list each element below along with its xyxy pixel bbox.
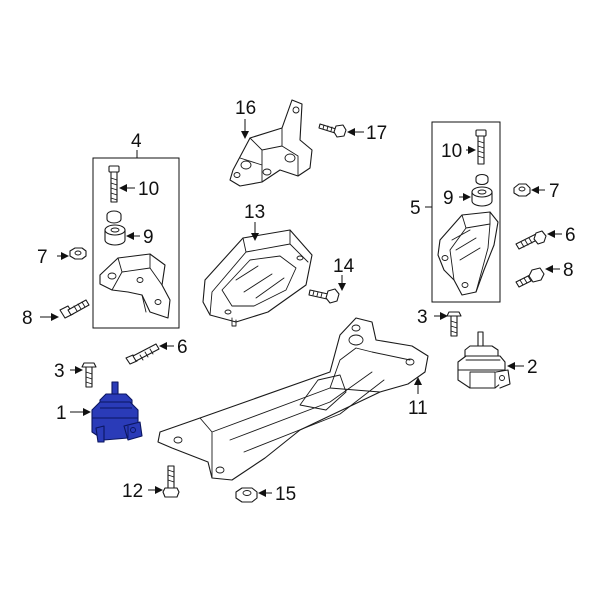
callout-15: 15 — [275, 484, 296, 505]
callout-14: 14 — [333, 256, 355, 277]
bolt-14 — [308, 288, 340, 304]
crossmember-11 — [157, 317, 429, 481]
callout-8-left: 8 — [22, 308, 33, 329]
callout-3-left: 3 — [54, 361, 65, 382]
callout-6-left: 6 — [177, 337, 188, 358]
bolt-10-right — [475, 129, 487, 165]
bolt-6-left — [125, 343, 160, 365]
bolt-6-right — [515, 230, 547, 250]
callout-12: 12 — [122, 481, 143, 502]
kit-box-5: 5 — [410, 121, 501, 303]
bolt-3-left — [81, 362, 97, 388]
engine-mount-2 — [457, 331, 511, 389]
bolt-8-left — [59, 299, 90, 319]
cover-13 — [202, 229, 313, 327]
mount-bracket-right — [437, 211, 499, 296]
bolt-12 — [162, 465, 180, 498]
kit-box-4: 4 — [92, 131, 180, 329]
callout-5: 5 — [410, 198, 421, 219]
engine-mount-1-highlighted — [91, 381, 143, 443]
mount-bracket-left — [99, 253, 171, 319]
callout-13: 13 — [244, 202, 265, 223]
callout-1: 1 — [56, 403, 67, 424]
callout-10-left: 10 — [138, 179, 159, 200]
callout-9-right: 9 — [443, 188, 454, 209]
callout-6-right: 6 — [565, 225, 576, 246]
callout-9-left: 9 — [143, 227, 154, 248]
nut-7-left — [69, 247, 87, 260]
nut-15 — [235, 487, 258, 503]
callout-8-right: 8 — [563, 260, 574, 281]
bolt-10-left — [108, 165, 120, 203]
callout-2: 2 — [527, 357, 538, 378]
callout-7-left: 7 — [37, 247, 48, 268]
bolt-8-right — [515, 267, 545, 288]
callout-16: 16 — [235, 98, 256, 119]
nut-7-right — [513, 183, 531, 197]
callout-11: 11 — [408, 398, 428, 419]
callout-17: 17 — [366, 123, 387, 144]
bolt-3-right — [446, 311, 462, 337]
bushing-9-right — [471, 173, 493, 207]
bolt-17 — [318, 123, 347, 138]
callout-7-right: 7 — [549, 181, 560, 202]
callout-10-right: 10 — [441, 141, 462, 162]
bushing-9-left — [104, 210, 126, 246]
callout-4: 4 — [131, 131, 142, 152]
upper-bracket-16 — [229, 99, 313, 187]
callout-3-right: 3 — [417, 307, 428, 328]
